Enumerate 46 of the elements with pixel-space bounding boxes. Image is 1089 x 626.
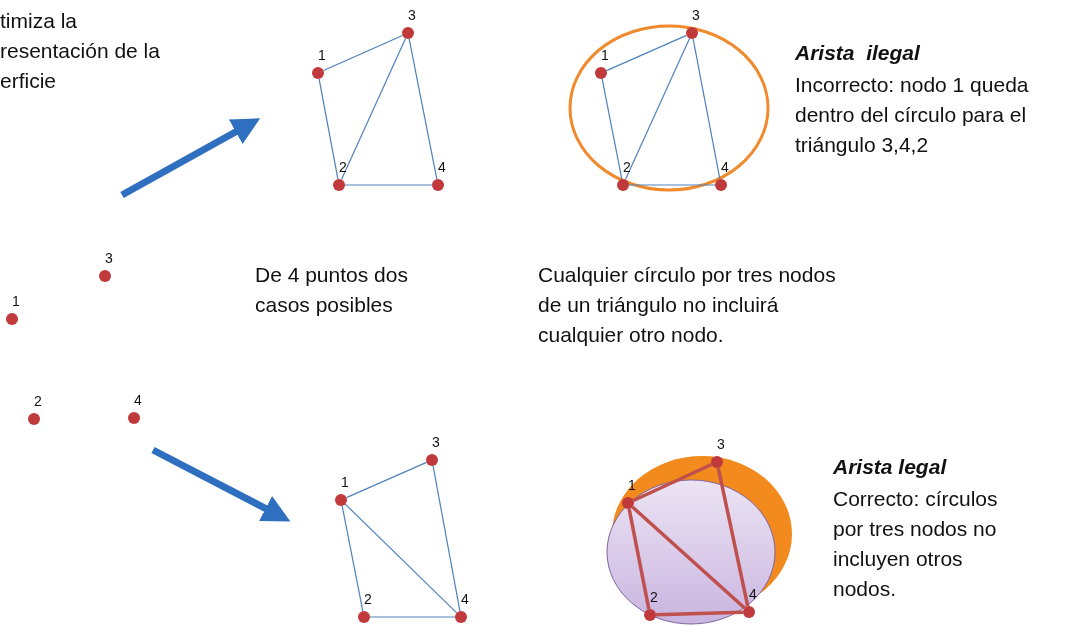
- triangle-edge: [692, 38, 721, 180]
- point-number: 4: [721, 159, 729, 175]
- triangle-edge: [344, 503, 458, 614]
- description-text: De 4 puntos dos casos posibles: [255, 262, 409, 318]
- point-number: 2: [623, 159, 631, 175]
- triangle-edge: [341, 505, 364, 612]
- triangle-edge: [432, 465, 461, 612]
- point-number: 3: [408, 7, 416, 23]
- triangle-edge: [408, 38, 438, 180]
- point-number: 3: [692, 7, 700, 23]
- triangle-edge: [318, 78, 339, 180]
- triangle-edge: [628, 184, 716, 186]
- point-number: 2: [339, 159, 347, 175]
- triangle-edge: [632, 462, 713, 503]
- description-text: Cualquier círculo por tres nodos de un triángulo no incluirá cualquier otro nodo.: [538, 262, 837, 348]
- point-number: 2: [34, 393, 42, 409]
- triangle-edge: [631, 505, 746, 610]
- point-number: 1: [601, 47, 609, 63]
- triangle-edge: [369, 616, 456, 618]
- point-number: 4: [134, 392, 142, 408]
- point-number: 3: [717, 436, 725, 452]
- point-number: 4: [749, 586, 757, 602]
- point-number: 2: [650, 589, 658, 605]
- description-text: Incorrecto: nodo 1 queda dentro del círculo para el triángulo 3,4,2: [795, 72, 1030, 158]
- triangle-edge: [655, 610, 744, 617]
- triangle-edge: [345, 461, 428, 499]
- point-number: 1: [318, 47, 326, 63]
- point-number: 2: [364, 591, 372, 607]
- point-number: 3: [105, 250, 113, 266]
- triangle-edge: [627, 508, 651, 610]
- description-text: Correcto: círculos por tres nodos no incluyen otros nodos.: [833, 486, 999, 602]
- triangle-edge: [624, 37, 691, 181]
- triangle-edge: [601, 78, 623, 180]
- point-number: 3: [432, 434, 440, 450]
- description-text: timiza la resentación de la erficie: [0, 8, 161, 94]
- point-number: 1: [12, 293, 20, 309]
- triangle-edge: [344, 184, 433, 186]
- triangle-edge: [322, 34, 404, 72]
- triangle-edge: [605, 34, 688, 72]
- heading-text: Arista legal: [833, 454, 948, 480]
- triangle-edge: [716, 467, 750, 607]
- triangle-edge: [340, 37, 407, 181]
- point-number: 1: [341, 474, 349, 490]
- heading-text: Arista ilegal: [795, 40, 921, 66]
- point-number: 4: [461, 591, 469, 607]
- point-number: 4: [438, 159, 446, 175]
